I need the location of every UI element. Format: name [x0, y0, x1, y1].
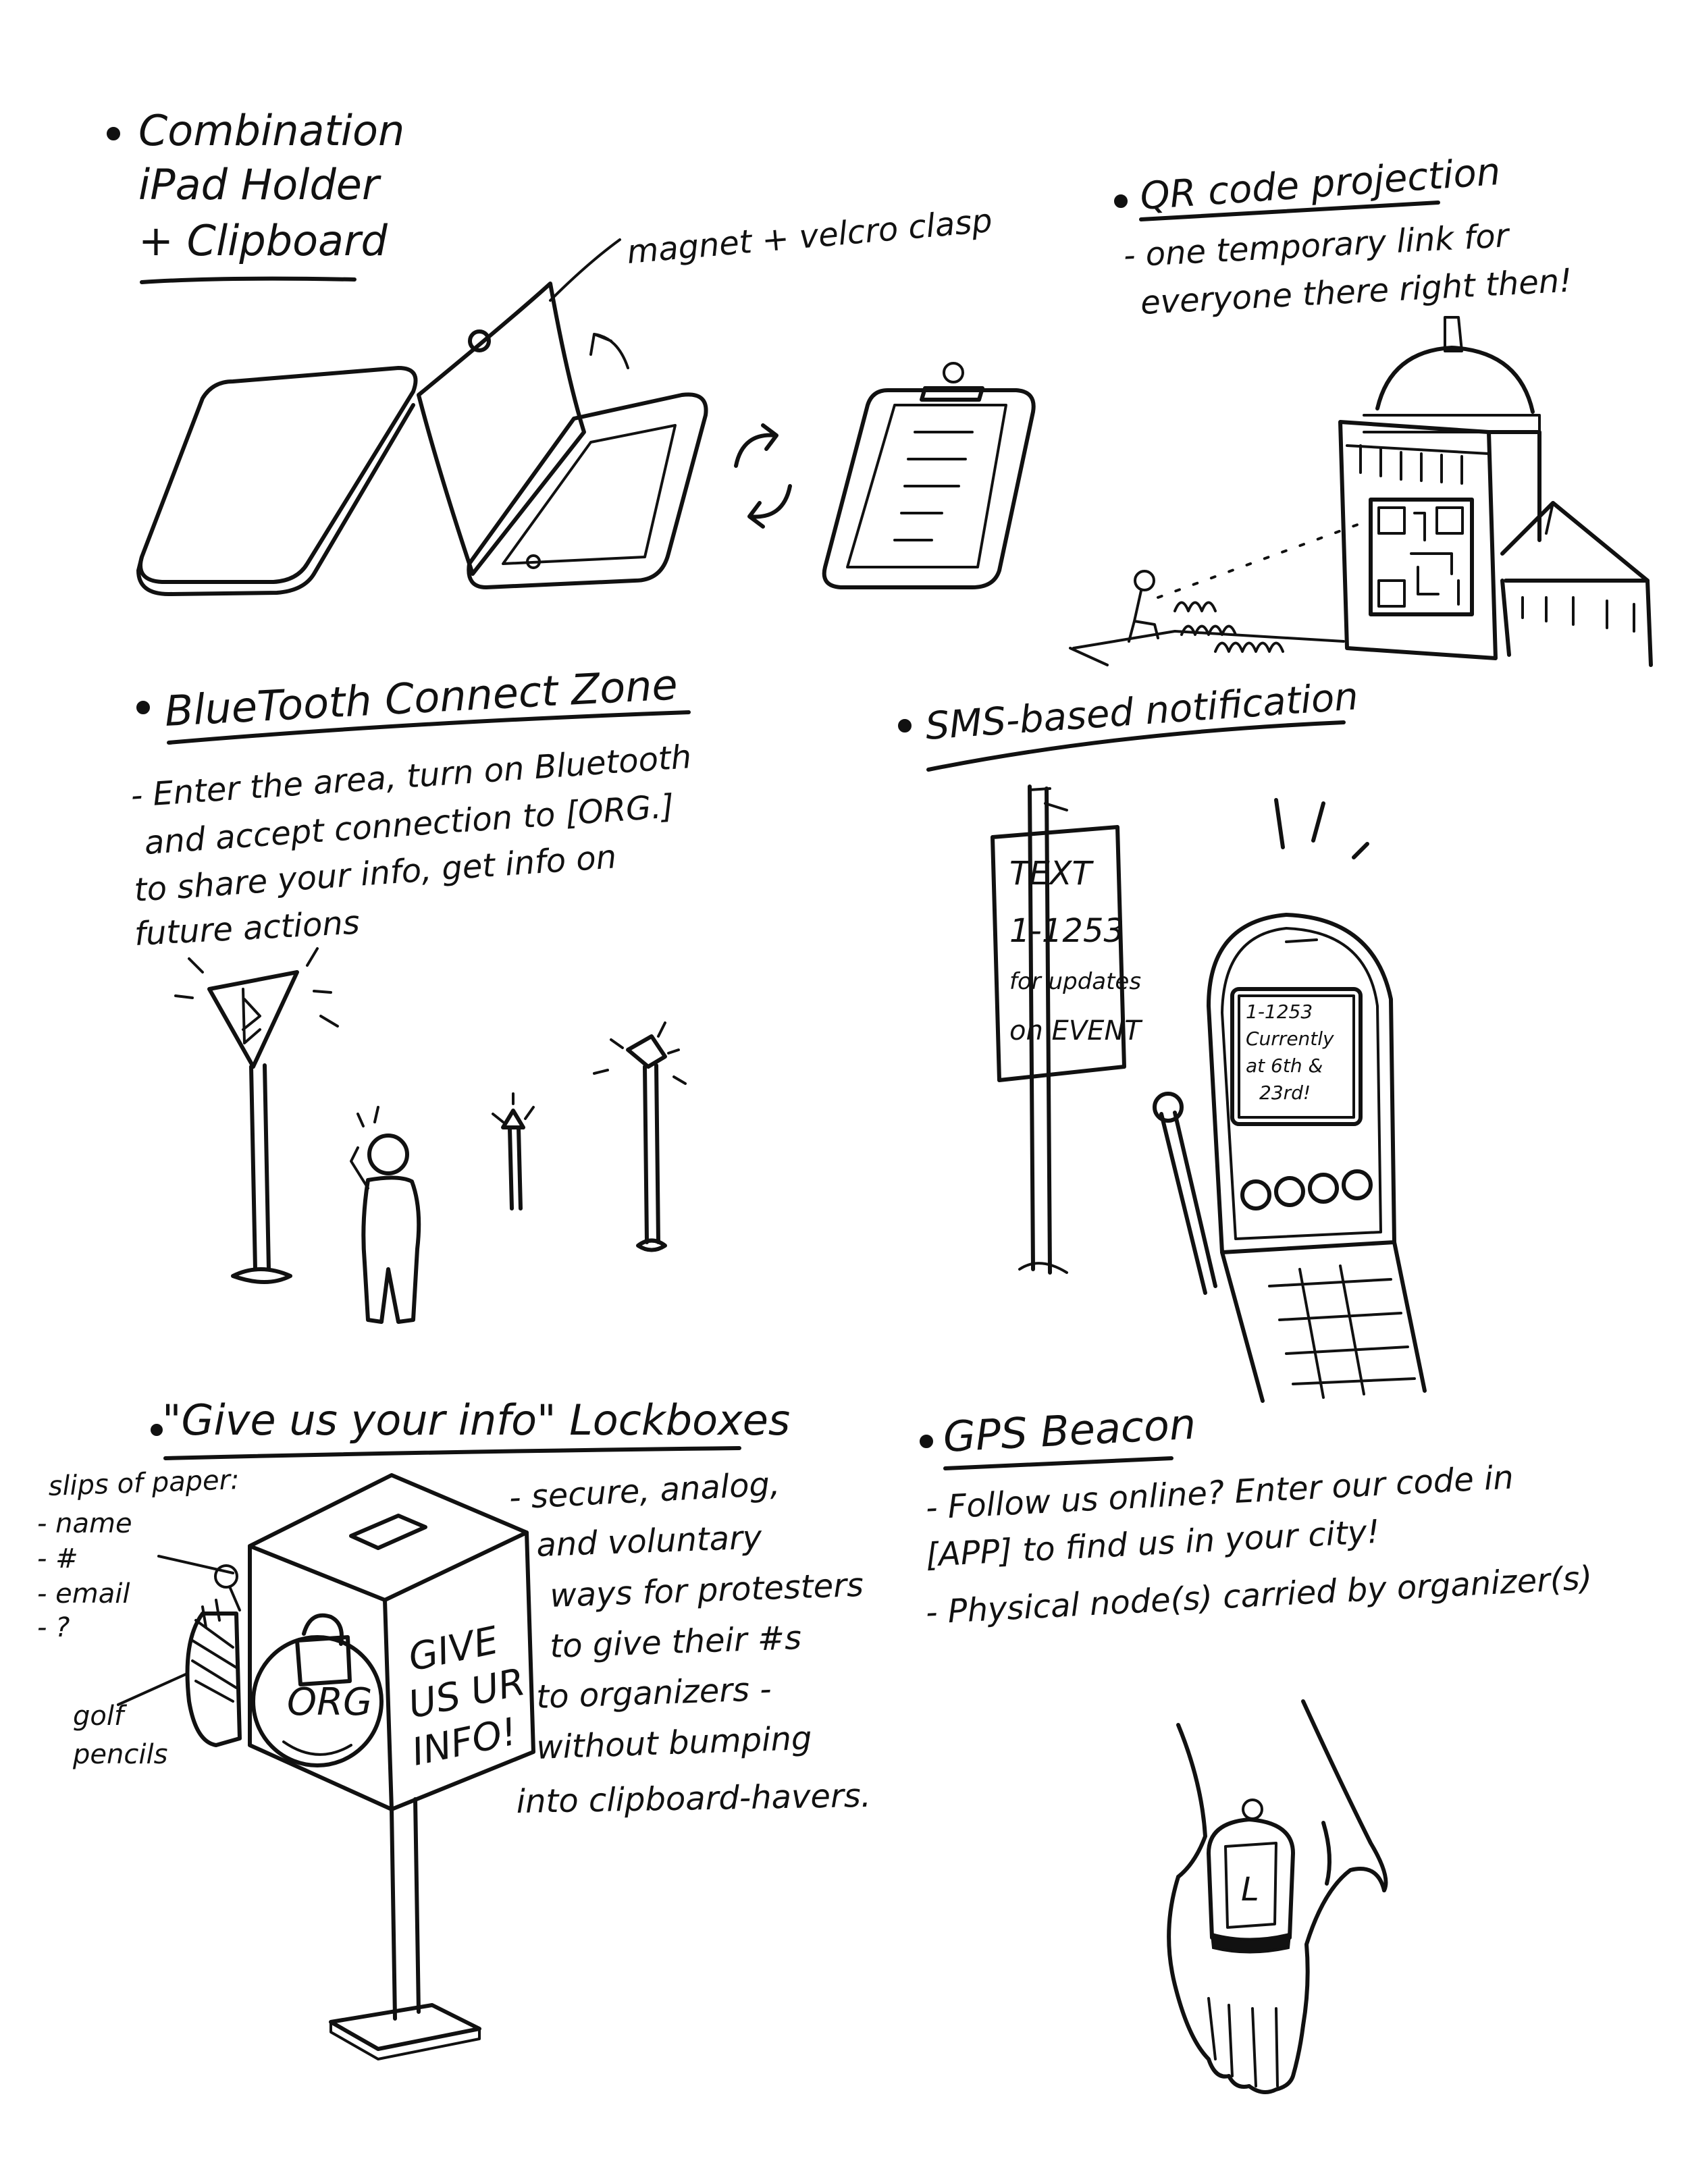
- sms-title-underline: [926, 720, 1346, 772]
- ipad-title-line-2: iPad Holder: [138, 160, 381, 209]
- qr-projection-section: QR code projection - one temporary link …: [1069, 150, 1653, 667]
- projected-qr-code: [1369, 498, 1474, 616]
- closed-ipad-case: [136, 366, 418, 596]
- qr-desc-line-2: everyone there right then!: [1140, 262, 1573, 322]
- capitol-building-drawing: [1069, 316, 1653, 667]
- sign-line-3: for updates: [1009, 968, 1141, 995]
- sign-line-1: TEXT: [1009, 855, 1094, 893]
- ipad-home-button: [526, 554, 541, 569]
- bullet-dot: [898, 719, 912, 733]
- flip-phone-drawing: 1-1253 Currently at 6th & 23rd!: [1153, 798, 1427, 1403]
- clasp-leader-line: [549, 238, 621, 302]
- bluetooth-section: BlueTooth Connect Zone - Enter the area,…: [130, 660, 693, 1324]
- qr-desc-line-1: - one temporary link for: [1123, 217, 1512, 275]
- bluetooth-beacon-small: [492, 1092, 535, 1210]
- slips-line-1: slips of paper:: [48, 1464, 240, 1502]
- ipad-title-underline: [140, 276, 357, 284]
- lockbox-desc-line-7: into clipboard-havers.: [516, 1777, 871, 1821]
- flap-arrow: [589, 333, 629, 369]
- phone-screen-line-2: Currently: [1246, 1028, 1334, 1050]
- phone-screen: [1230, 987, 1363, 1126]
- open-ipad-case: [417, 282, 708, 589]
- slips-line-5: - ?: [37, 1612, 70, 1643]
- lockbox-desc-line-6: without bumping: [535, 1720, 812, 1767]
- magnet-dot: [468, 329, 491, 352]
- bullet-dot: [107, 127, 120, 140]
- lockbox-title-underline: [163, 1446, 741, 1460]
- slips-line-3: - #: [37, 1543, 78, 1574]
- beacon-mark: L: [1241, 1871, 1259, 1909]
- hand-with-beacon-drawing: L: [1167, 1699, 1388, 2094]
- clasp-annotation: magnet + velcro clasp: [625, 202, 994, 271]
- swap-arrows-icon: [734, 423, 792, 529]
- lockbox-desc-line-5: to organizers -: [535, 1670, 772, 1716]
- lockbox-drawing: ORG GIVE US UR INFO!: [185, 1473, 535, 2060]
- phone-screen-line-3: at 6th &: [1246, 1055, 1323, 1077]
- bluetooth-title-underline: [167, 710, 691, 745]
- ipad-title-line-3: + Clipboard: [138, 216, 388, 265]
- lockbox-side-label: ORG: [287, 1680, 372, 1724]
- sms-section: SMS-based notification TEXT 1-1253 for u…: [898, 674, 1427, 1403]
- ipad-title-line-1: Combination: [138, 106, 404, 155]
- person-with-phone-figure: [350, 1106, 421, 1324]
- qr-title-underline: [1139, 201, 1440, 221]
- gps-title: GPS Beacon: [942, 1399, 1197, 1461]
- lockbox-desc-line-3: ways for protesters: [549, 1566, 864, 1615]
- slips-leader-line: [157, 1555, 234, 1574]
- bullet-dot: [136, 701, 150, 714]
- gps-desc-line-3: - Physical node(s) carried by organizer(…: [925, 1559, 1593, 1632]
- bluetooth-lamp-post-medium: [593, 1021, 687, 1252]
- bluetooth-lamp-post-large: [174, 947, 339, 1284]
- bluetooth-desc-line-4: future actions: [134, 904, 361, 953]
- phone-screen-line-1: 1-1253: [1246, 1001, 1313, 1023]
- slips-line-4: - email: [37, 1578, 130, 1609]
- bullet-dot: [1114, 194, 1128, 208]
- lockbox-title: "Give us your info" Lockboxes: [162, 1395, 790, 1445]
- phone-screen-line-4: 23rd!: [1259, 1082, 1311, 1104]
- pencils-line-2: pencils: [72, 1739, 167, 1770]
- ipad-clipboard-section: Combination iPad Holder + Clipboard magn…: [107, 106, 1036, 596]
- bullet-dot: [151, 1424, 163, 1436]
- bullet-dot: [920, 1435, 933, 1448]
- sign-line-4: on EVENT: [1009, 1015, 1143, 1046]
- gps-beacon-section: GPS Beacon - Follow us online? Enter our…: [920, 1399, 1593, 2094]
- slips-line-2: - name: [37, 1508, 132, 1539]
- lockbox-desc-line-4: to give their #s: [549, 1619, 802, 1666]
- crowd-scribbles: [1173, 601, 1284, 653]
- lockbox-section: "Give us your info" Lockboxes slips of p…: [37, 1395, 871, 2060]
- text-us-sign: TEXT 1-1253 for updates on EVENT: [991, 784, 1143, 1275]
- pencils-leader-line: [117, 1673, 187, 1706]
- sign-line-2: 1-1253: [1009, 912, 1124, 950]
- clipboard-drawing: [822, 362, 1036, 589]
- lockbox-desc-line-1: - secure, analog,: [508, 1465, 781, 1517]
- gps-title-underline: [943, 1456, 1173, 1470]
- projection-beam: [1157, 518, 1372, 599]
- gps-desc-line-1: - Follow us online? Enter our code in: [925, 1458, 1514, 1527]
- lockbox-desc-line-2: and voluntary: [535, 1518, 762, 1564]
